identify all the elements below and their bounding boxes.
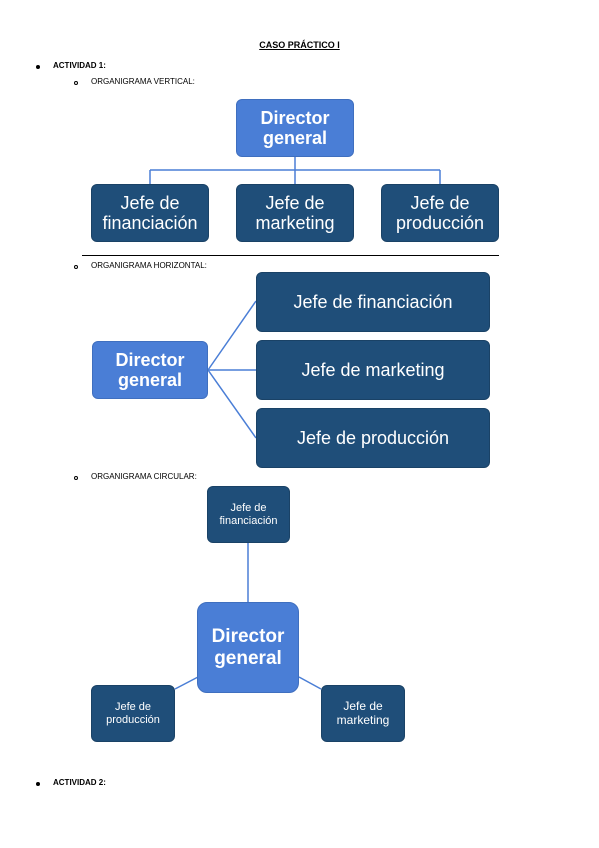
sub-bullet (74, 81, 78, 85)
vertical-child-box: Jefe de producción (381, 184, 499, 242)
horizontal-chart-label: ORGANIGRAMA HORIZONTAL: (91, 261, 207, 270)
separator-line (82, 255, 499, 256)
vertical-child-box: Jefe de financiación (91, 184, 209, 242)
horizontal-child-box: Jefe de producción (256, 408, 490, 468)
activity-1-label: ACTIVIDAD 1: (53, 61, 106, 70)
sub-bullet (74, 476, 78, 480)
horizontal-child-box: Jefe de financiación (256, 272, 490, 332)
horizontal-child-box: Jefe de marketing (256, 340, 490, 400)
sub-bullet (74, 265, 78, 269)
vertical-chart-label: ORGANIGRAMA VERTICAL: (91, 77, 195, 86)
bullet (36, 782, 40, 786)
circular-connectors (174, 543, 322, 690)
document-title: CASO PRÁCTICO I (259, 40, 340, 50)
circular-top-box: Jefe de financiación (207, 486, 290, 543)
vertical-connectors (149, 157, 441, 184)
circular-left-box: Jefe de producción (91, 685, 175, 742)
vertical-child-box: Jefe de marketing (236, 184, 354, 242)
vertical-root-box: Director general (236, 99, 354, 157)
bullet (36, 65, 40, 69)
circular-root-box: Director general (197, 602, 299, 693)
horizontal-root-box: Director general (92, 341, 208, 399)
circular-right-box: Jefe de marketing (321, 685, 405, 742)
activity-2-label: ACTIVIDAD 2: (53, 778, 106, 787)
circular-chart-label: ORGANIGRAMA CIRCULAR: (91, 472, 197, 481)
horizontal-connectors (207, 300, 257, 439)
